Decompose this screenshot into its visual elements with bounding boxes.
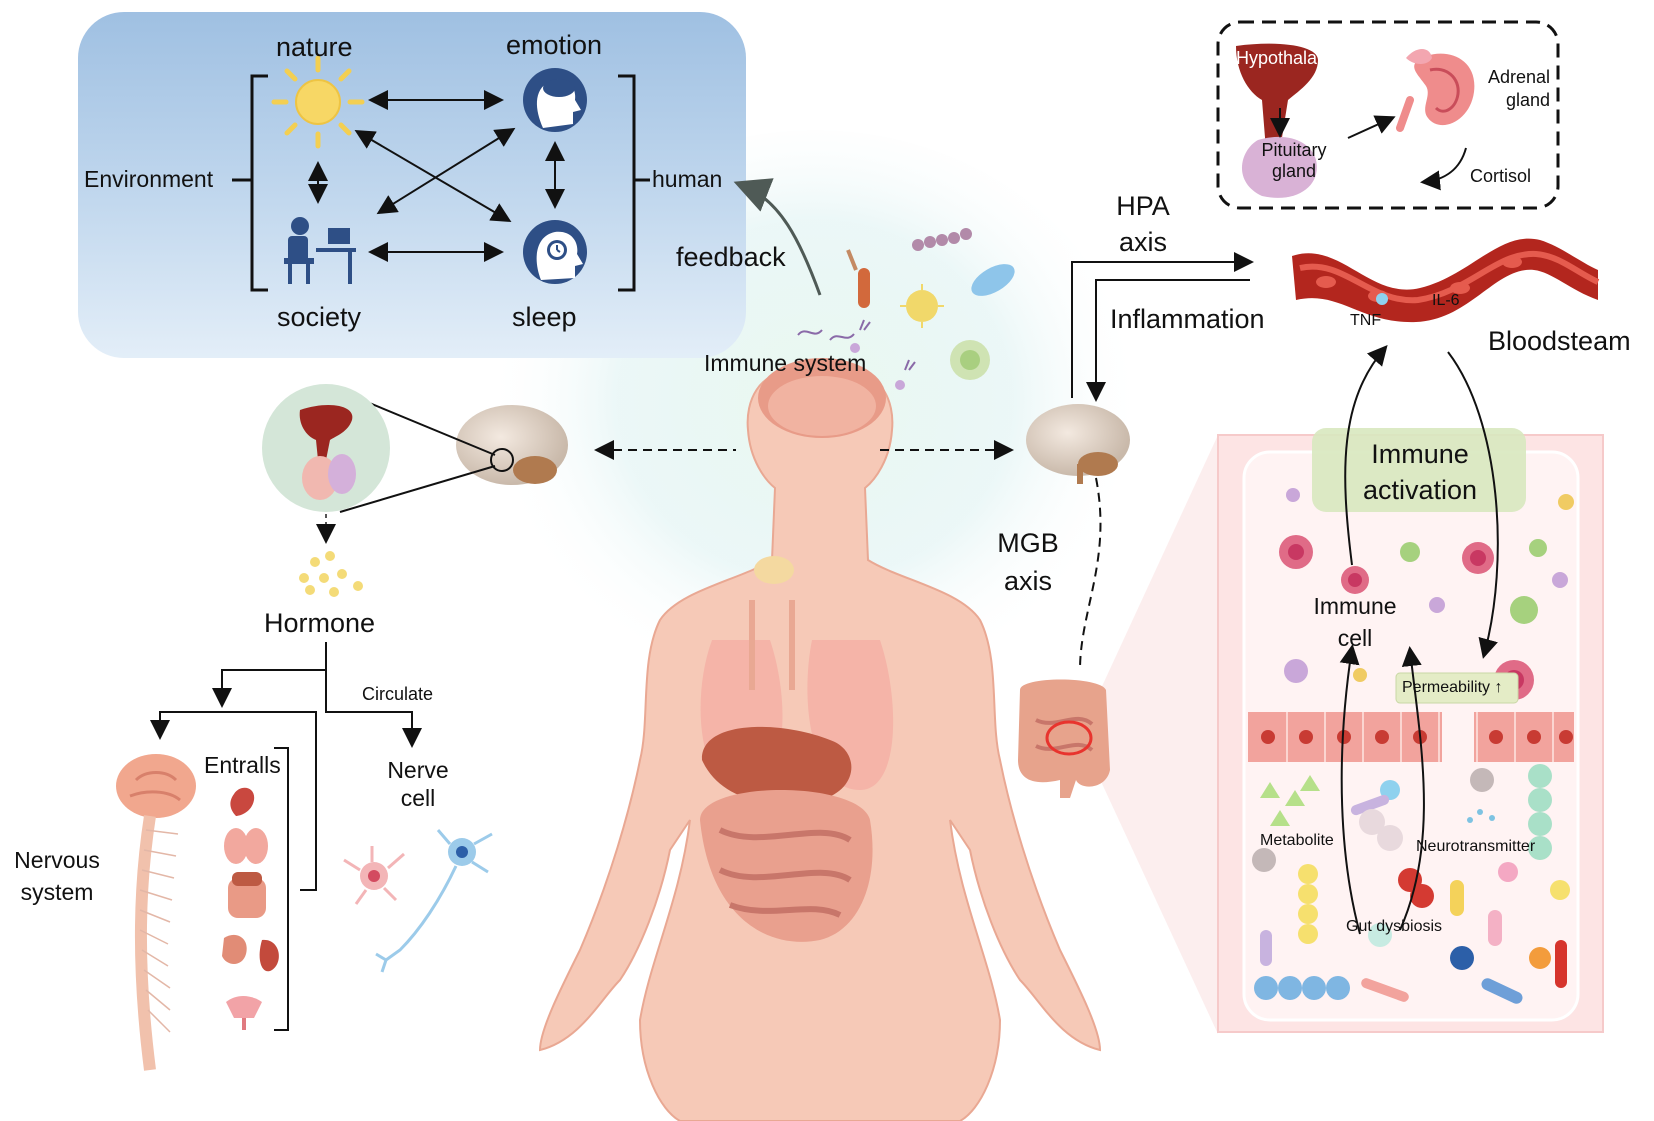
label-metabolite: Metabolite [1260, 832, 1334, 849]
label-sleep: sleep [512, 302, 577, 332]
hormone-dots [299, 551, 363, 597]
label-adrenal-gland: Adrenal gland [1487, 67, 1550, 110]
gut-zoom-marker [1045, 720, 1093, 756]
left-bracket [250, 74, 268, 292]
label-bloodsteam: Bloodsteam [1488, 326, 1631, 356]
label-tnf: TNF [1350, 312, 1382, 329]
label-nature: nature [276, 32, 353, 62]
label-gut-dysbiosis: Gut dysbiosis [1346, 918, 1443, 935]
label-feedback: feedback [676, 242, 786, 272]
env-relation-arrows [308, 90, 565, 262]
label-circulate: Circulate [362, 684, 434, 704]
nerve-cell-icons [343, 829, 493, 973]
cortisol-arrow [1420, 147, 1467, 191]
intestine-icon [1018, 679, 1110, 798]
zoom-cone [1098, 435, 1218, 1034]
microbes-cluster [797, 228, 1015, 390]
label-neurotransmitter: Neurotransmitter [1416, 838, 1536, 855]
label-il6: IL-6 [1432, 292, 1460, 309]
label-entralls: Entralls [204, 752, 281, 778]
label-permeability: Permeability ↑ [1402, 679, 1503, 696]
label-environment: Environment [84, 166, 214, 192]
nervous-system-icon [116, 754, 196, 1071]
sleep-head-icon [523, 220, 587, 284]
label-nervous-system: Nervous system [14, 847, 100, 905]
label-hpa-axis: HPA axis [1116, 191, 1170, 257]
gut-microbiota [1252, 764, 1570, 1004]
label-hypothalamus: Hypothalamus [1236, 48, 1352, 68]
sun-icon [271, 55, 365, 149]
gut-flow-arrows [1339, 344, 1499, 935]
label-immune-activation: Immune activation [1362, 439, 1478, 505]
society-workdesk-icon [284, 217, 356, 284]
right-brain-icon [1026, 404, 1130, 484]
label-cortisol: Cortisol [1470, 166, 1532, 186]
label-pituitary-gland: Pituitary gland [1261, 140, 1327, 181]
label-inflammation: Inflammation [1110, 304, 1265, 334]
blood-vessel [1292, 238, 1600, 323]
emotion-head-icon [523, 68, 587, 132]
label-nerve-cell: Nerve cell [387, 757, 449, 811]
label-immune-system: Immune system [704, 350, 867, 376]
feedback-arrow [733, 178, 822, 296]
label-emotion: emotion [506, 30, 603, 60]
inflammation-arrow [1086, 279, 1250, 402]
immune-activation-banner [1312, 428, 1526, 512]
label-mgb-axis: MGB axis [997, 528, 1059, 596]
label-human: human [652, 166, 723, 192]
hypothalamus-shape [1236, 43, 1318, 151]
hpa-axis-arrow [1071, 252, 1254, 398]
human-body-figure [538, 358, 1102, 1121]
entrails-organs-icon [222, 787, 279, 1030]
pituitary-shape [1241, 136, 1317, 198]
kidney-adrenal-icon [1396, 49, 1475, 132]
permeability-tag [1395, 672, 1519, 704]
epithelial-cell-layer [1248, 712, 1574, 762]
label-society: society [277, 302, 362, 332]
mgb-axis-connector [1079, 477, 1102, 671]
label-immune-cell: Immune cell [1313, 593, 1397, 651]
zoom-line-bottom [339, 465, 496, 513]
pituitary-to-adrenal-arrow [1347, 115, 1396, 139]
label-hormone: Hormone [264, 608, 376, 638]
right-bracket [618, 74, 636, 292]
hormone-tree-lines [150, 642, 422, 1031]
pituitary-gland-icon [299, 405, 356, 500]
left-brain-icon [456, 405, 568, 485]
